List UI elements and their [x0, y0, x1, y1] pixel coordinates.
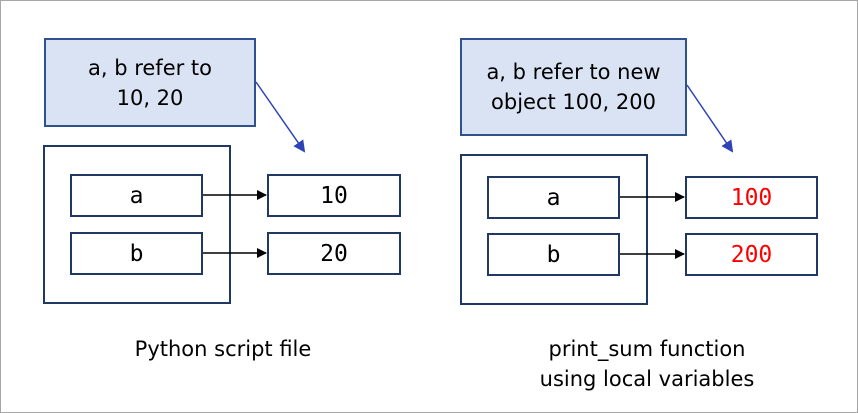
right-caption-line1: print_sum function	[548, 337, 746, 361]
left-caption-text: Python script file	[134, 337, 312, 361]
right-caption-line2: using local variables	[539, 367, 755, 391]
left-callout-line1: a, b refer to	[87, 55, 213, 80]
right-var-a-label: a	[546, 184, 561, 211]
left-caption: Python script file	[101, 334, 345, 364]
right-callout-pointer	[686, 84, 734, 153]
right-callout-line2: object 100, 200	[491, 90, 656, 114]
left-var-a-box: a	[70, 174, 203, 217]
right-object-200-box: 200	[685, 233, 818, 276]
right-callout-line1: a, b refer to new	[486, 60, 661, 84]
right-var-b-box: b	[487, 233, 620, 276]
right-callout: a, b refer to new object 100, 200	[460, 38, 687, 136]
right-var-a-box: a	[487, 176, 620, 219]
left-scope-box	[43, 145, 231, 304]
left-object-10-label: 10	[320, 182, 348, 209]
left-object-20-label: 20	[320, 240, 348, 267]
right-object-200-label: 200	[730, 241, 773, 268]
left-object-10-box: 10	[267, 174, 401, 217]
left-var-b-box: b	[70, 232, 203, 275]
right-object-100-label: 100	[730, 184, 773, 211]
left-callout-pointer	[255, 81, 306, 153]
left-callout-line2: 10, 20	[116, 85, 184, 110]
right-var-b-label: b	[546, 241, 561, 268]
left-var-a-label: a	[129, 182, 144, 209]
left-callout: a, b refer to 10, 20	[44, 38, 256, 127]
right-caption: print_sum function using local variables	[501, 334, 793, 394]
right-object-100-box: 100	[685, 176, 818, 219]
left-object-20-box: 20	[267, 232, 401, 275]
left-var-b-label: b	[129, 240, 144, 267]
